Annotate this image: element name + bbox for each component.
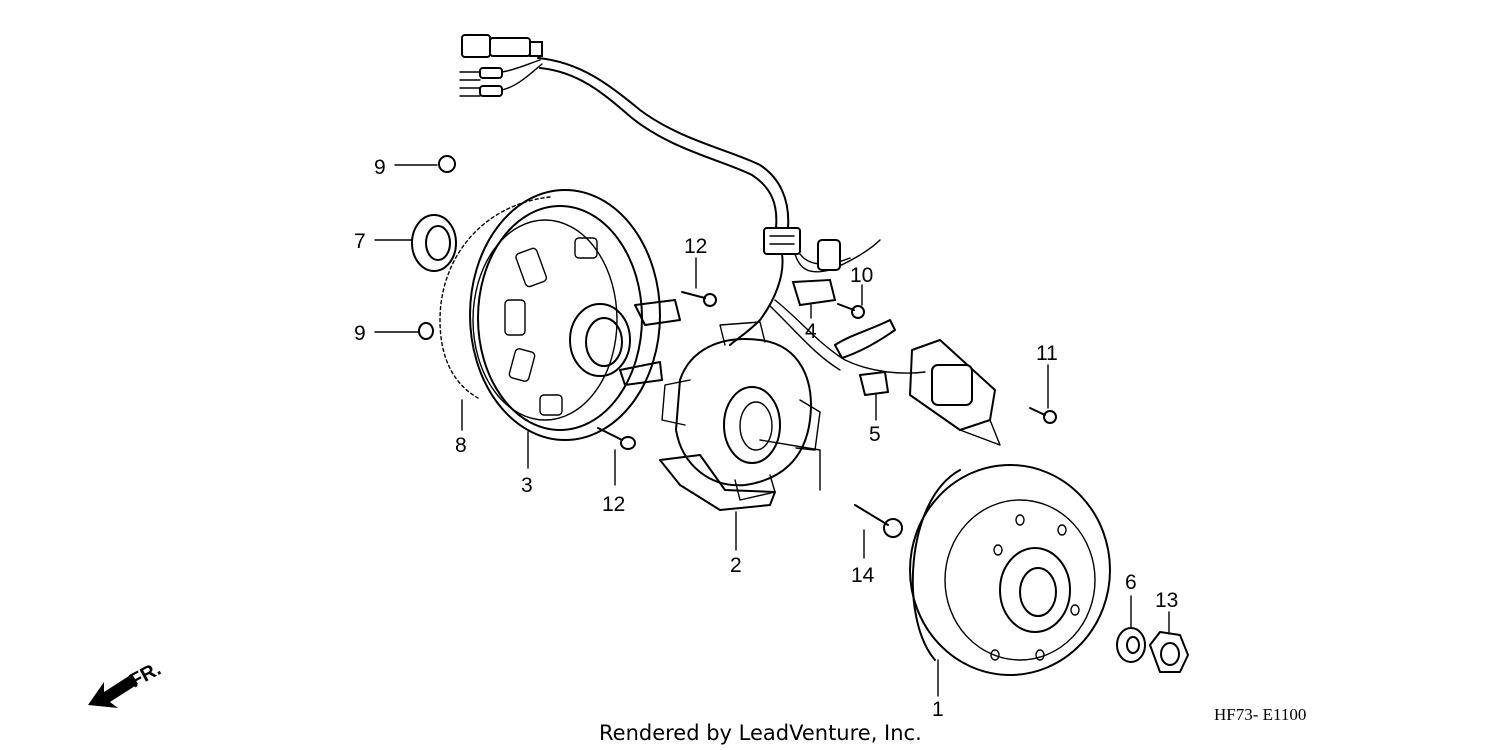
callout-6: 6 <box>1125 571 1137 594</box>
callout-9-upper: 9 <box>374 156 386 179</box>
callout-10: 10 <box>850 264 873 287</box>
leader-lines <box>374 164 1170 697</box>
callout-8: 8 <box>455 434 467 457</box>
bolt-12-upper-drawing <box>681 291 717 307</box>
bolt-14-drawing <box>854 504 903 538</box>
gasket-drawing <box>439 196 551 399</box>
callout-14: 14 <box>851 564 875 587</box>
sensor-clamp-drawing <box>834 319 1001 446</box>
callout-13: 13 <box>1155 589 1178 612</box>
callout-5: 5 <box>869 423 881 446</box>
bolt-11-drawing <box>1029 407 1057 424</box>
callout-2: 2 <box>730 554 742 577</box>
diagram-code: HF73- E1100 <box>1214 705 1306 724</box>
callout-4: 4 <box>805 320 817 343</box>
credit-text: Rendered by LeadVenture, Inc. <box>599 721 922 745</box>
dowel-pin-upper-drawing <box>438 155 456 173</box>
callout-1: 1 <box>932 698 944 721</box>
front-arrow-icon <box>88 674 138 708</box>
wire-harness <box>459 34 926 374</box>
callout-12-upper: 12 <box>684 235 707 258</box>
flange-nut-drawing <box>1149 631 1189 673</box>
wire-clamp-drawing <box>791 278 837 307</box>
dowel-pin-lower-drawing <box>418 322 434 340</box>
front-direction-arrow: FR. <box>88 658 165 708</box>
callout-7: 7 <box>354 230 366 253</box>
callout-3: 3 <box>521 474 533 497</box>
callout-9-lower: 9 <box>354 322 366 345</box>
flywheel-drawing <box>909 464 1111 676</box>
callout-11: 11 <box>1036 342 1058 365</box>
stator-drawing <box>659 321 821 511</box>
bolt-10-drawing <box>837 303 865 319</box>
bolt-12-lower-drawing <box>597 427 636 450</box>
crankcase-cover-drawing <box>469 189 681 441</box>
washer-drawing <box>1116 627 1146 663</box>
oil-seal-drawing <box>411 214 457 272</box>
callout-12-lower: 12 <box>602 493 625 516</box>
